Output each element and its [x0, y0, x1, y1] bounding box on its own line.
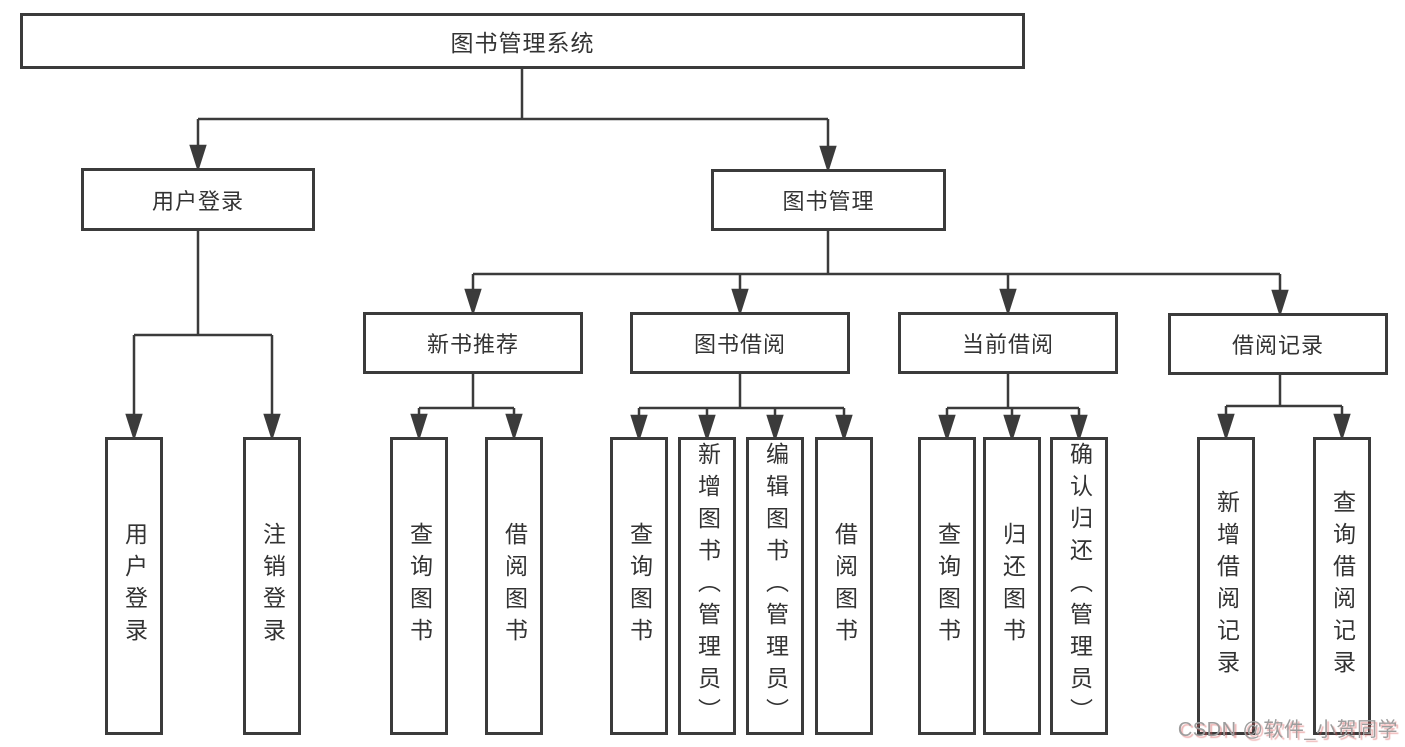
leaf-borrow-books: 借阅图书 [815, 437, 873, 735]
node-new-book-recommend: 新书推荐 [363, 312, 583, 374]
leaf-query-books: 查询图书 [918, 437, 976, 735]
node-current-borrowing: 当前借阅 [898, 312, 1118, 374]
leaf-edit-books-admin: 编辑图书（管理员） [746, 437, 804, 735]
leaf-return-books: 归还图书 [983, 437, 1041, 735]
node-label: 图书管理 [782, 189, 875, 214]
connector-user-login [125, 231, 281, 442]
leaf-label: 借阅图书 [501, 522, 528, 650]
leaf-label: 新增借阅记录 [1213, 490, 1240, 682]
leaf-label: 查询图书 [626, 522, 653, 650]
leaf-add-borrow-record: 新增借阅记录 [1197, 437, 1255, 735]
node-label: 新书推荐 [426, 332, 519, 357]
leaf-label: 借阅图书 [831, 522, 858, 650]
leaf-borrow-books: 借阅图书 [485, 437, 543, 735]
connector-book-mgmt [464, 231, 1289, 318]
node-label: 当前借阅 [961, 332, 1054, 357]
node-borrowing-records: 借阅记录 [1168, 313, 1388, 375]
connector-new-book [410, 374, 523, 442]
connector-book-borrow [630, 374, 853, 443]
node-library-system: 图书管理系统 [20, 13, 1025, 69]
leaf-label: 确认归还（管理员） [1066, 442, 1093, 730]
node-label: 用户登录 [151, 188, 244, 214]
leaf-query-books: 查询图书 [610, 437, 668, 735]
node-label: 图书借阅 [693, 332, 786, 357]
leaf-label: 查询图书 [406, 522, 433, 650]
leaf-label: 编辑图书（管理员） [762, 442, 789, 730]
connector-current-borrow [938, 374, 1088, 443]
node-book-borrowing: 图书借阅 [630, 312, 850, 374]
node-book-management: 图书管理 [711, 169, 946, 231]
leaf-add-books-admin: 新增图书（管理员） [678, 437, 736, 735]
leaf-query-borrow-record: 查询借阅记录 [1313, 437, 1371, 735]
connector-borrow-record [1217, 375, 1351, 442]
node-label: 借阅记录 [1231, 333, 1324, 358]
leaf-logout: 注销登录 [243, 437, 301, 735]
node-label: 图书管理系统 [450, 30, 595, 56]
leaf-label: 查询图书 [934, 522, 961, 650]
leaf-label: 用户登录 [121, 522, 148, 650]
leaf-confirm-return-admin: 确认归还（管理员） [1050, 437, 1108, 735]
leaf-user-login: 用户登录 [105, 437, 163, 735]
csdn-watermark: CSDN @软件_小贺同学 [1177, 719, 1398, 741]
leaf-label: 新增图书（管理员） [694, 442, 721, 730]
connector-root [189, 69, 837, 174]
leaf-label: 查询借阅记录 [1329, 490, 1356, 682]
node-user-login: 用户登录 [81, 168, 315, 231]
leaf-label: 注销登录 [259, 522, 286, 650]
leaf-label: 归还图书 [999, 522, 1026, 650]
leaf-query-books: 查询图书 [390, 437, 448, 735]
